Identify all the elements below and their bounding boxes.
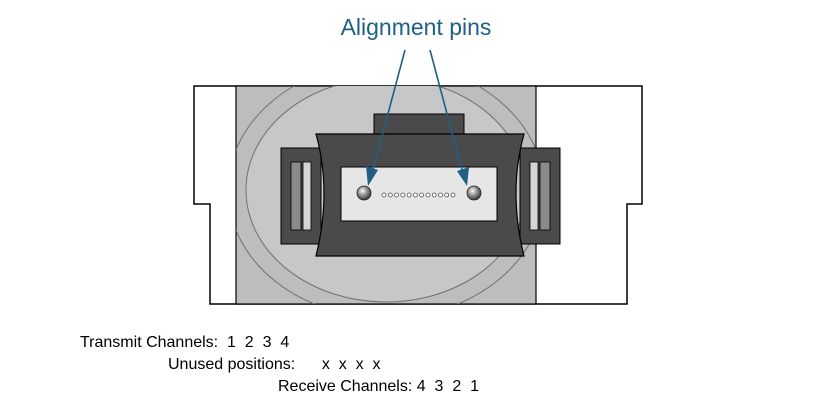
right-alignment-pin <box>466 185 482 201</box>
receive-channels-label: Receive Channels: <box>278 378 413 395</box>
receive-channels-row: Receive Channels: 4 3 2 1 <box>278 378 479 396</box>
left-alignment-pin <box>356 185 372 201</box>
transmit-channels-label: Transmit Channels: <box>80 334 219 351</box>
fiber-position <box>412 192 418 198</box>
fiber-position <box>425 192 431 198</box>
fiber-position <box>438 192 443 198</box>
fiber-position <box>444 192 450 198</box>
unused-positions-row: Unused positions: x x x x <box>168 356 381 374</box>
fiber-position <box>406 192 412 198</box>
transmit-channels-row: Transmit Channels: 1 2 3 4 <box>80 334 289 352</box>
alignment-pins-label: Alignment pins <box>340 14 492 40</box>
receive-channels-values: 4 3 2 1 <box>416 378 480 395</box>
fiber-position <box>431 192 437 198</box>
fiber-position <box>387 192 393 198</box>
fiber-position <box>394 192 399 198</box>
callout-arrows <box>366 49 469 186</box>
unused-positions-values: x x x x <box>321 356 381 373</box>
fiber-position <box>450 192 456 198</box>
transmit-channels-values: 1 2 3 4 <box>227 334 290 351</box>
fiber-position <box>381 192 387 198</box>
fiber-positions <box>381 192 456 198</box>
unused-positions-label: Unused positions: <box>168 356 296 373</box>
right-side-clip <box>519 147 561 245</box>
left-side-clip <box>280 147 322 245</box>
fiber-position <box>419 192 425 198</box>
fiber-position <box>400 192 406 198</box>
